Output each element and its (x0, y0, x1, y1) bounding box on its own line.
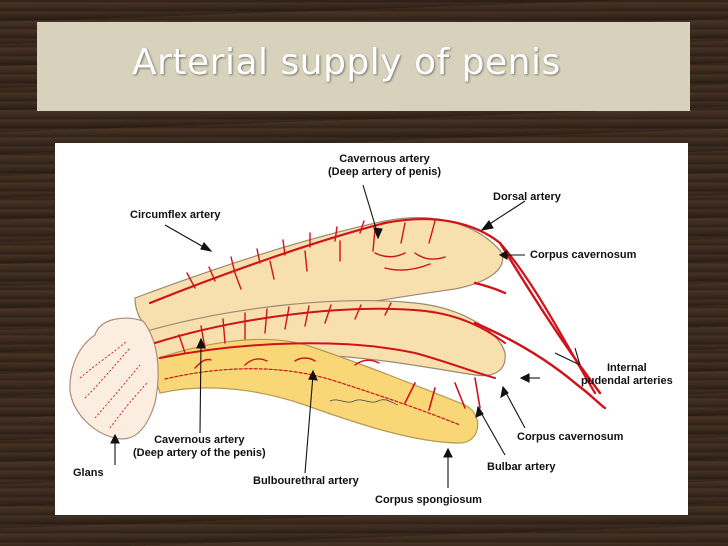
label-bulbar-artery: Bulbar artery (487, 461, 556, 473)
label-circumflex-artery: Circumflex artery (130, 209, 221, 221)
label-cavernous-artery-top: Cavernous artery (Deep artery of penis) (328, 153, 442, 178)
corpus-spongiosum (149, 338, 479, 444)
label-corpus-cavernosum-top: Corpus cavernosum (530, 249, 637, 261)
label-arrows (110, 184, 581, 488)
label-dorsal-artery: Dorsal artery (493, 191, 561, 203)
glans (69, 317, 159, 440)
anatomy-figure: Cavernous artery (Deep artery of penis) … (55, 143, 688, 515)
label-internal-pudendal-arteries: Internal pudendal arteries (581, 362, 673, 387)
title-band: Arterial supply of penis (37, 22, 690, 111)
label-cavernous-artery-bottom: Cavernous artery (Deep artery of the pen… (133, 434, 266, 459)
label-glans: Glans (73, 467, 104, 479)
artist-signature (329, 399, 399, 406)
label-bulbourethral-artery: Bulbourethral artery (253, 475, 359, 487)
internal-pudendal-arteries (473, 241, 607, 410)
anatomy-drawing (69, 184, 607, 488)
slide-title: Arterial supply of penis (132, 42, 561, 83)
label-corpus-cavernosum-bottom: Corpus cavernosum (517, 431, 624, 443)
dorsal-artery (148, 217, 597, 395)
label-corpus-spongiosum: Corpus spongiosum (375, 494, 482, 506)
